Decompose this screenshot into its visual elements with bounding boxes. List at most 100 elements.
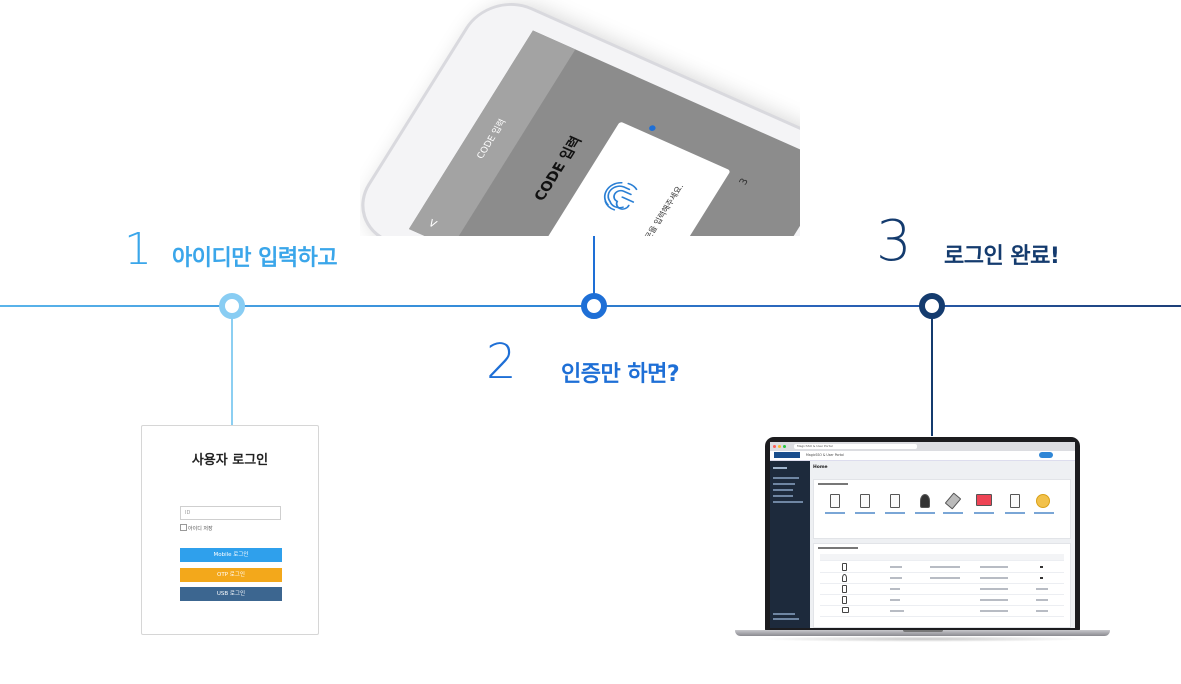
device-label: [855, 512, 875, 514]
cell: [1036, 599, 1048, 601]
table-row[interactable]: [820, 584, 1064, 595]
panel-title: [818, 483, 848, 485]
page-heading: Home: [813, 465, 828, 470]
device-label: [825, 512, 845, 514]
row-action[interactable]: [1040, 566, 1043, 568]
sidebar-item[interactable]: [773, 467, 787, 469]
monitor-icon: [842, 607, 849, 613]
mobile-login-button[interactable]: Mobile 로그인: [180, 548, 282, 562]
laptop-mockup: MagicSSO & User Portal MagicSSO & User P…: [735, 437, 1110, 649]
usb-key-icon: [842, 596, 847, 604]
phone-body: CODE 입력 < CODE 입력 지문을 입력해주세요.: [360, 0, 800, 236]
id-input[interactable]: ID: [180, 506, 281, 520]
step-3-text: 로그인 완료!: [944, 244, 1060, 269]
step-2-number: 2: [486, 334, 517, 390]
phone-header-title: CODE 입력: [408, 30, 576, 236]
table-row[interactable]: [820, 562, 1064, 573]
cell: [930, 566, 960, 568]
cell: [890, 566, 902, 568]
save-id-label: 아이디 저장: [188, 526, 213, 532]
portal-topbar: MagicSSO & User Portal: [770, 451, 1075, 461]
close-dot-icon[interactable]: [773, 445, 776, 448]
portal-main: Home: [813, 461, 1071, 628]
otp-login-button[interactable]: OTP 로그인: [180, 568, 282, 582]
otp-token-icon[interactable]: [890, 494, 900, 508]
table-row[interactable]: [820, 595, 1064, 606]
step-3-number: 3: [876, 209, 912, 274]
security-key-icon[interactable]: [920, 494, 930, 508]
table-row[interactable]: [820, 606, 1064, 617]
step-3-node: [919, 293, 945, 319]
maximize-dot-icon[interactable]: [783, 445, 786, 448]
cell: [890, 610, 904, 612]
cell: [980, 599, 1008, 601]
phone-screen: CODE 입력 < CODE 입력 지문을 입력해주세요.: [408, 30, 800, 236]
cell: [980, 588, 1008, 590]
bell-icon: [842, 574, 847, 582]
row-action[interactable]: [1040, 577, 1043, 579]
step-2-connector: [593, 232, 595, 294]
step-2-text: 인증만 하면?: [561, 362, 680, 387]
login-title: 사용자 로그인: [191, 453, 269, 468]
step-1-node: [219, 293, 245, 319]
checkbox-icon[interactable]: [180, 524, 187, 531]
monitor-icon[interactable]: [976, 494, 992, 506]
cell: [890, 599, 900, 601]
device-label: [915, 512, 935, 514]
sidebar-item[interactable]: [773, 501, 803, 503]
portal-sidebar: [770, 461, 810, 628]
usb-key-icon[interactable]: [944, 492, 962, 510]
sidebar-footer: [773, 613, 795, 615]
cell: [930, 577, 960, 579]
device-label: [885, 512, 905, 514]
cell: [980, 610, 1008, 612]
cell: [980, 577, 1008, 579]
minimize-dot-icon[interactable]: [778, 445, 781, 448]
device-label: [943, 512, 963, 514]
fingerprint-icon: [603, 182, 638, 211]
keypad-digit[interactable]: 3: [737, 176, 752, 187]
usb-login-button[interactable]: USB 로그인: [180, 587, 282, 601]
portal-title: MagicSSO & User Portal: [806, 453, 844, 457]
sidebar-item[interactable]: [773, 483, 795, 485]
browser-address[interactable]: MagicSSO & User Portal: [794, 444, 917, 449]
cell: [980, 566, 1008, 568]
sidebar-item[interactable]: [773, 477, 799, 479]
step-1-connector: [231, 318, 233, 426]
step-1-number: 1: [124, 224, 152, 275]
table-row[interactable]: [820, 573, 1064, 584]
step-2-node: [581, 293, 607, 319]
laptop-lid: MagicSSO & User Portal MagicSSO & User P…: [765, 437, 1080, 631]
fingerprint-dialog: 지문을 입력해주세요.: [546, 121, 731, 236]
phone-device-icon: [842, 563, 847, 571]
device-label: [974, 512, 994, 514]
save-id-checkbox[interactable]: 아이디 저장: [180, 524, 213, 532]
sidebar-item[interactable]: [773, 495, 793, 497]
badge-icon[interactable]: [1036, 494, 1050, 508]
sidebar-footer: [773, 618, 799, 620]
cell: [1036, 610, 1048, 612]
cell: [1036, 588, 1048, 590]
device-label: [1034, 512, 1054, 514]
step-3-connector: [931, 318, 933, 436]
laptop-base: [735, 630, 1110, 636]
phone-device-icon[interactable]: [830, 494, 840, 508]
laptop-notch: [903, 630, 943, 632]
phone-mockup: CODE 입력 < CODE 입력 지문을 입력해주세요.: [360, 0, 800, 236]
logout-button[interactable]: [1039, 452, 1053, 458]
step-1-text: 아이디만 입력하고: [172, 246, 338, 271]
pin-dot: [647, 124, 657, 132]
panel-title: [818, 547, 858, 549]
cell: [890, 577, 902, 579]
browser-bar: MagicSSO & User Portal: [770, 442, 1075, 451]
laptop-shadow: [755, 636, 1090, 642]
phone-device-icon[interactable]: [860, 494, 870, 508]
login-card: 사용자 로그인 ID 아이디 저장 Mobile 로그인 OTP 로그인 USB…: [141, 425, 319, 635]
table-header: [820, 554, 1064, 561]
device-panel: [813, 479, 1071, 539]
laptop-screen: MagicSSO & User Portal MagicSSO & User P…: [770, 442, 1075, 628]
sidebar-item[interactable]: [773, 489, 793, 491]
usage-table-panel: [813, 543, 1071, 628]
phone-device-icon[interactable]: [1010, 494, 1020, 508]
otp-token-icon: [842, 585, 847, 593]
